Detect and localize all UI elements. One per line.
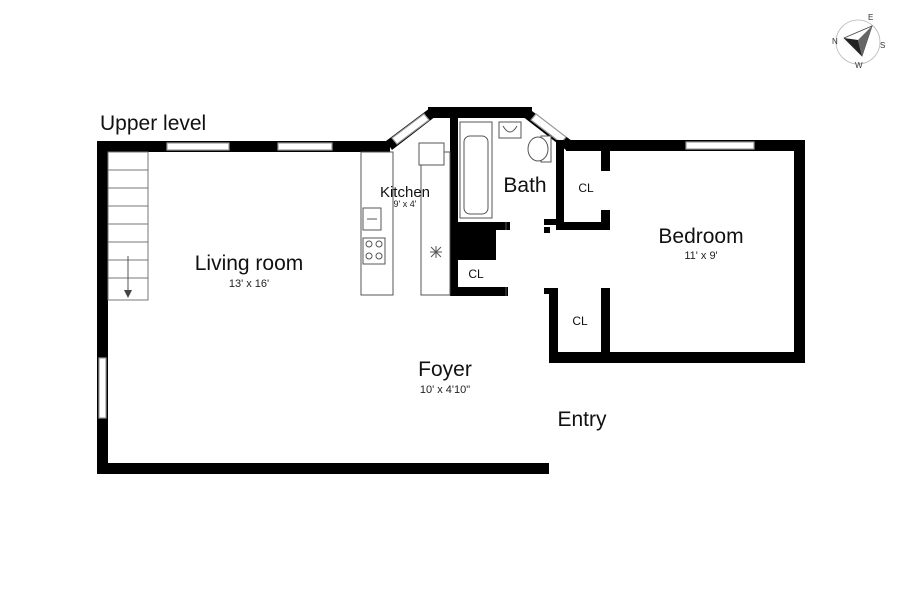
kitchen-dimensions: 9' x 4' bbox=[394, 199, 417, 209]
window bbox=[277, 142, 333, 151]
kitchen-label: Kitchen bbox=[380, 184, 430, 201]
windows bbox=[98, 113, 755, 419]
compass-north: N bbox=[832, 37, 838, 46]
staircase bbox=[107, 151, 149, 301]
compass-east: E bbox=[868, 13, 873, 22]
bath-label: Bath bbox=[503, 174, 546, 197]
floor-label: Upper level bbox=[100, 112, 206, 135]
window bbox=[391, 113, 430, 145]
kitchen-fixtures bbox=[360, 142, 451, 296]
closet-hall-label: CL bbox=[572, 314, 588, 328]
closet-bath-label: CL bbox=[578, 181, 594, 195]
compass-icon: N E S W bbox=[832, 13, 885, 70]
fridge bbox=[418, 142, 445, 166]
living-room-label: Living room bbox=[195, 252, 304, 275]
closet-bedroom-label: CL bbox=[468, 267, 484, 281]
bath-fixtures bbox=[459, 121, 552, 219]
window bbox=[685, 141, 755, 150]
foyer-dimensions: 10' x 4'10" bbox=[420, 384, 470, 396]
entry-label: Entry bbox=[557, 408, 607, 431]
stove-icon bbox=[362, 237, 386, 265]
bath-sink-icon bbox=[498, 121, 522, 139]
bedroom-label: Bedroom bbox=[658, 225, 743, 248]
living-room-dimensions: 13' x 16' bbox=[229, 278, 269, 290]
fan-icon bbox=[430, 246, 442, 258]
compass-south: S bbox=[880, 41, 885, 50]
compass-west: W bbox=[855, 61, 863, 70]
window bbox=[166, 142, 230, 151]
interior-walls bbox=[450, 116, 610, 363]
foyer-label: Foyer bbox=[418, 358, 472, 381]
bedroom-dimensions: 11' x 9' bbox=[684, 250, 717, 262]
stair-arrow-icon bbox=[124, 290, 132, 298]
window bbox=[98, 357, 107, 419]
